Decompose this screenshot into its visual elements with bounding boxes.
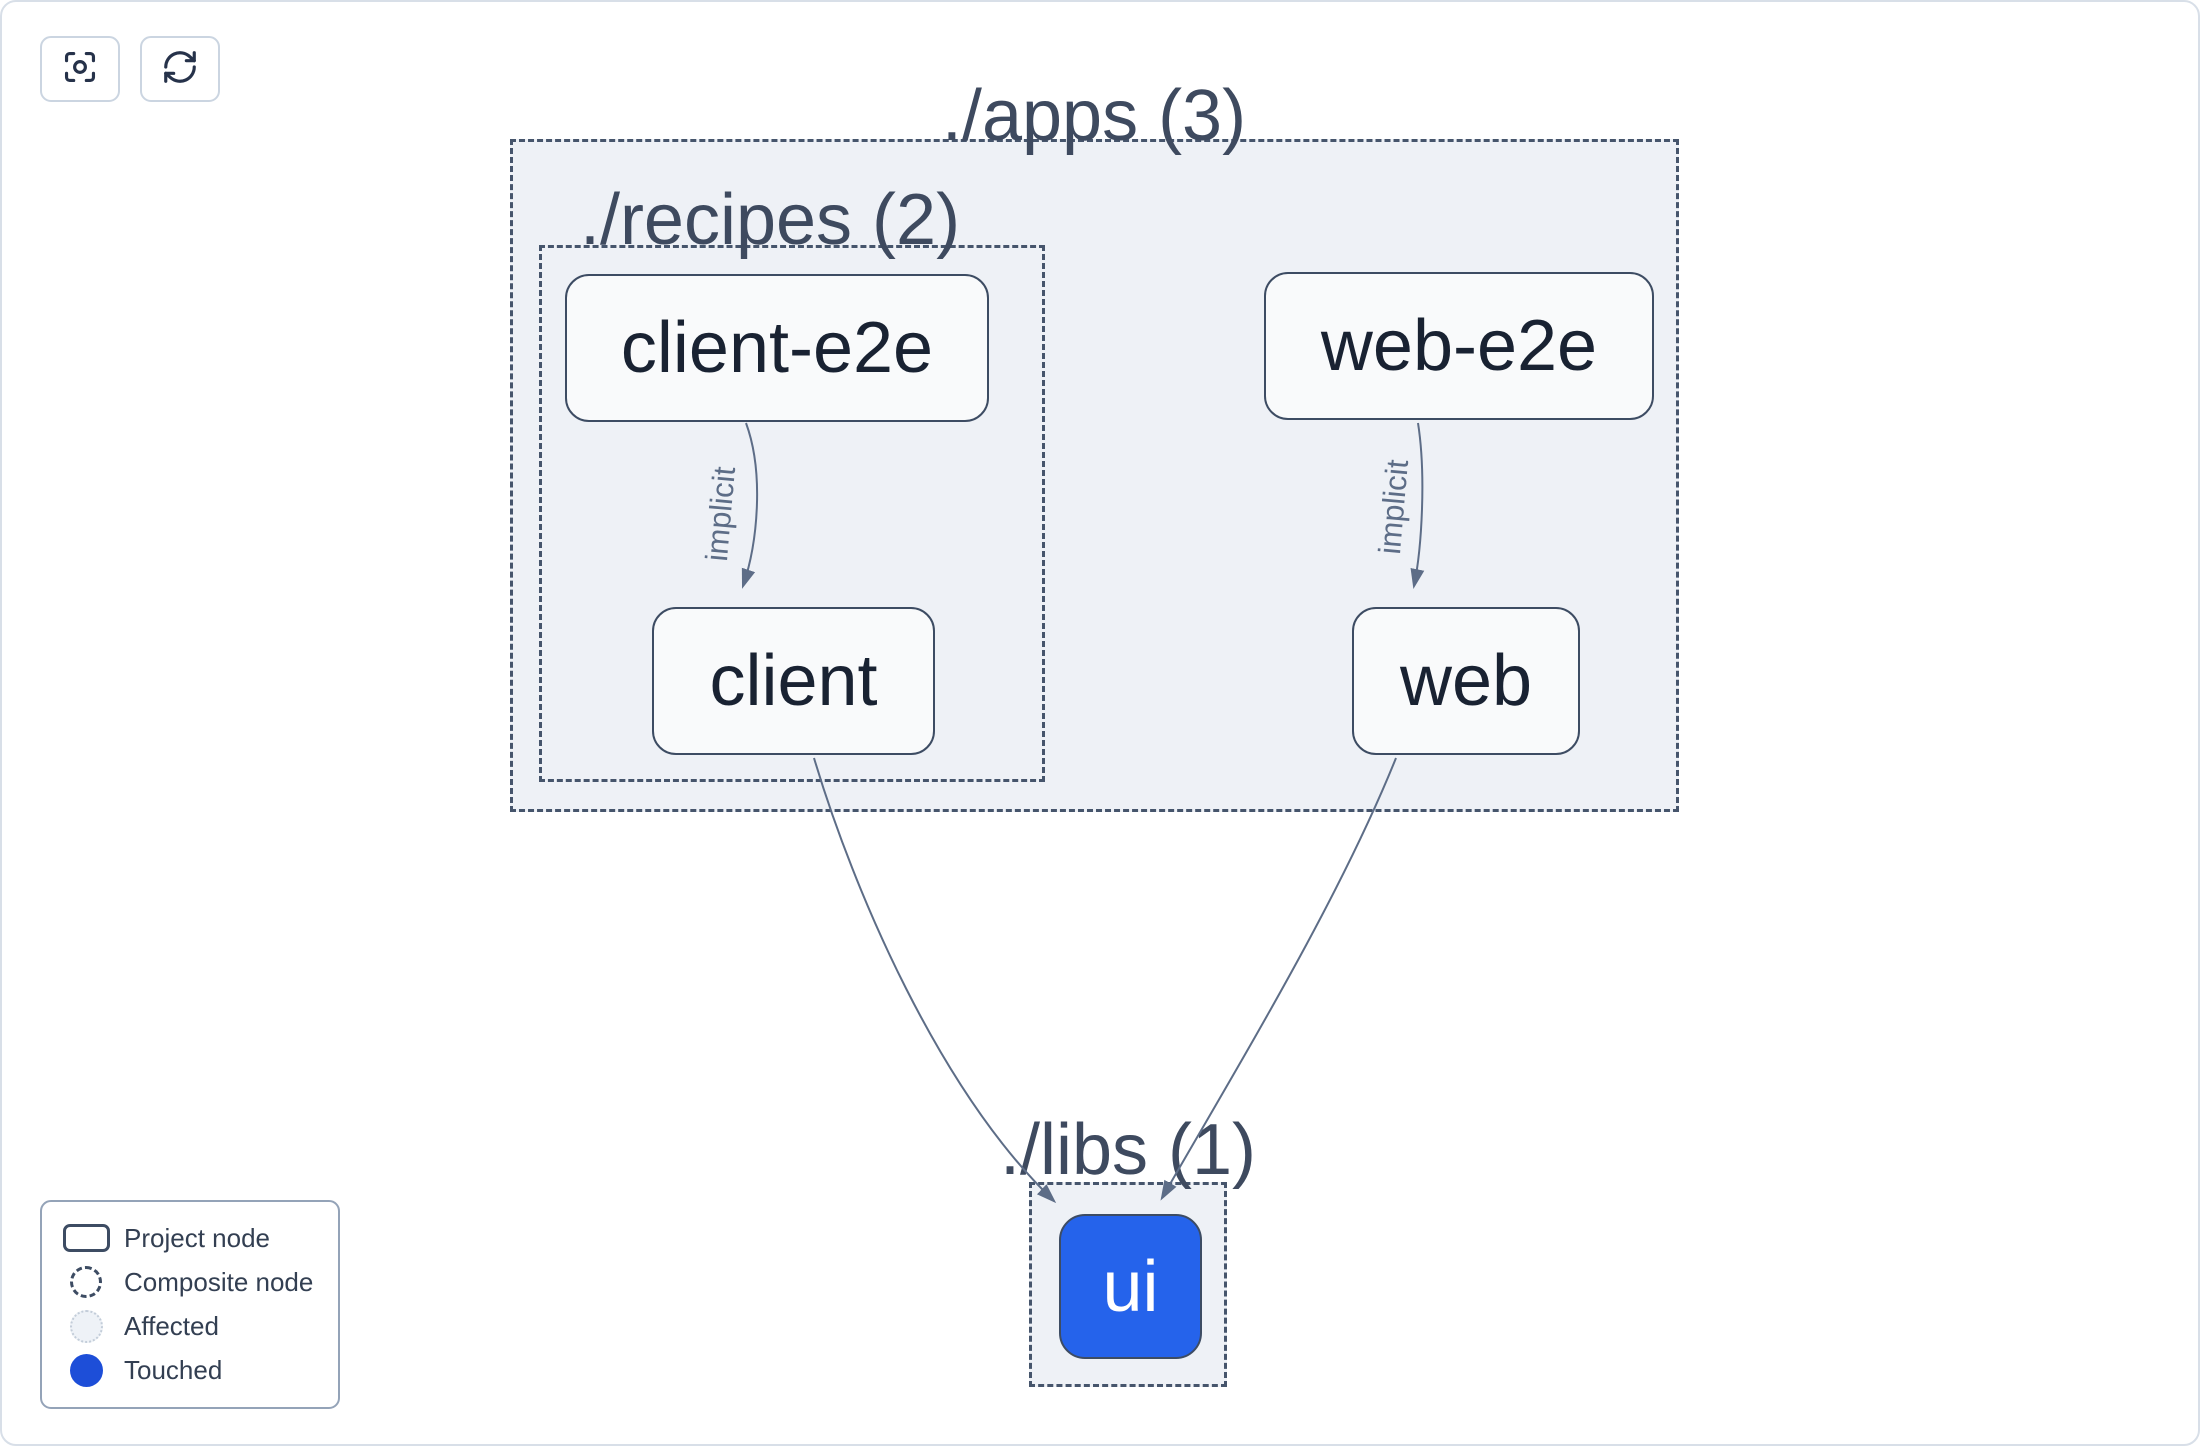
edge-client-to-ui [813,757,1057,1204]
composite-node-icon [60,1266,112,1299]
node-ui-touched[interactable]: ui [1059,1214,1202,1359]
refresh-graph-button[interactable] [140,36,220,102]
touched-icon [60,1354,112,1388]
edge-client-e2e-to-client [741,422,759,589]
edge-web-e2e-to-web [1410,422,1425,589]
legend-label: Project node [124,1222,270,1253]
legend-item-project-node: Project node [60,1216,320,1260]
refresh-icon [161,48,199,91]
legend-item-touched: Touched [60,1349,320,1393]
project-node-icon [60,1224,112,1252]
node-web-e2e[interactable]: web-e2e [1264,272,1654,420]
node-client-e2e[interactable]: client-e2e [565,274,989,422]
legend-label: Composite node [124,1266,314,1297]
node-client[interactable]: client [652,607,935,755]
legend-item-composite-node: Composite node [60,1260,320,1304]
affected-icon [60,1310,112,1344]
group-label-libs[interactable]: ./libs (1) [999,1110,1257,1190]
center-graph-button[interactable] [40,36,120,102]
group-label-apps[interactable]: ./apps (3) [941,76,1247,156]
focus-icon [61,48,99,91]
legend-label: Affected [124,1311,219,1342]
node-web[interactable]: web [1352,607,1580,755]
group-label-recipes[interactable]: ./recipes (2) [579,180,961,260]
edge-web-to-ui [1160,757,1397,1201]
legend-item-affected: Affected [60,1305,320,1349]
legend-panel: Project node Composite node Affected Tou… [40,1200,340,1409]
legend-label: Touched [124,1355,223,1386]
